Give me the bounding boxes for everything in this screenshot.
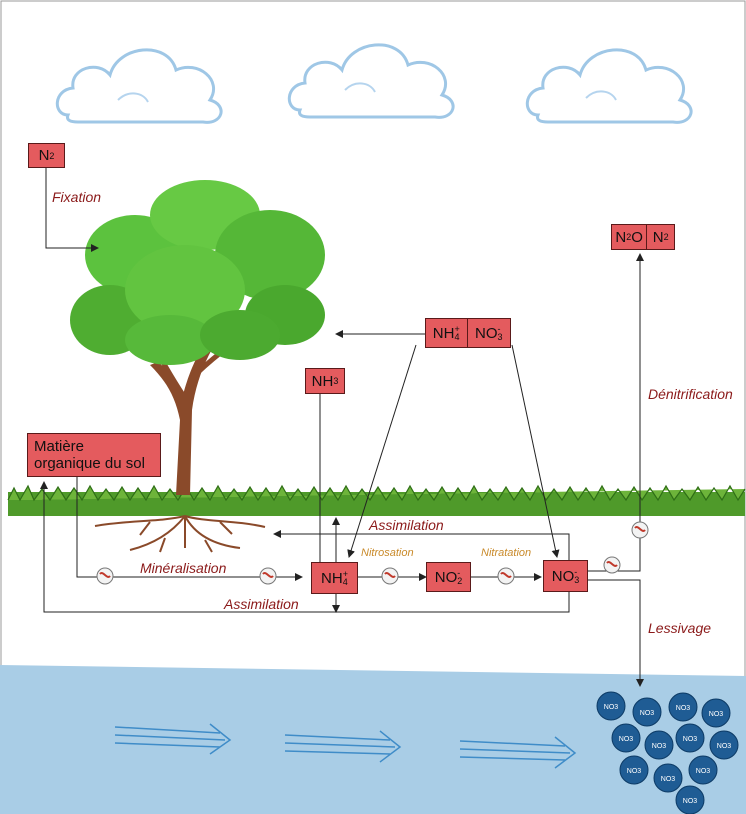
nitrate-dot-label: NO3 <box>676 705 691 712</box>
nitrate-dot-label: NO3 <box>640 710 655 717</box>
nitrate-dot <box>611 723 641 753</box>
nitrate-dot-label: NO3 <box>604 704 619 711</box>
nitrate-dot <box>688 755 718 785</box>
nitratation-label: Nitratation <box>481 547 532 559</box>
flow-arrow-icon <box>114 723 577 769</box>
nitrate-dot-label: NO3 <box>717 743 732 750</box>
nh4-no3-box: NH+4 NO-3 <box>425 318 511 348</box>
nh4-soil-box: NH+4 <box>311 562 358 594</box>
nitrosation-label: Nitrosation <box>361 547 414 559</box>
lessivage-label: Lessivage <box>648 620 712 636</box>
cloud-icon <box>287 43 455 119</box>
grass <box>8 492 745 516</box>
nh4-cell: NH+4 <box>432 324 460 342</box>
no3-soil-box: NO-3 <box>543 560 588 592</box>
nitrate-dot-label: NO3 <box>619 736 634 743</box>
microbe-icon <box>603 556 621 574</box>
microbe-icon <box>497 567 515 585</box>
no2-box: NO-2 <box>426 562 471 592</box>
assimilation-top-label: Assimilation <box>369 517 444 533</box>
cloud-icon <box>525 48 693 124</box>
nitrate-dot-label: NO3 <box>683 798 698 805</box>
nitrate-dot-label: NO3 <box>696 768 711 775</box>
nitrate-dot <box>701 698 731 728</box>
nitrate-dot <box>596 691 626 721</box>
nitrate-dot <box>675 723 705 753</box>
nitrate-dot <box>644 730 674 760</box>
nitrate-dot-label: NO3 <box>683 736 698 743</box>
microbe-icon <box>381 567 399 585</box>
denitrification-label: Dénitrification <box>648 386 733 402</box>
tree-icon <box>70 180 325 495</box>
mineralisation-label: Minéralisation <box>140 560 227 576</box>
assimilation-bottom-label: Assimilation <box>224 596 299 612</box>
cloud-icon <box>55 48 223 124</box>
no3-cell: NO-3 <box>466 319 510 347</box>
nitrate-dot <box>632 697 662 727</box>
microbe-icon <box>631 521 649 539</box>
microbe-icon <box>96 567 114 585</box>
nitrate-dot-label: NO3 <box>709 711 724 718</box>
nitrate-dot <box>668 692 698 722</box>
fixation-label: Fixation <box>52 189 102 205</box>
organic-matter-box: Matière organique du sol <box>27 433 161 477</box>
nitrate-dot <box>619 755 649 785</box>
roots-icon <box>94 515 266 553</box>
nitrate-dot <box>709 730 739 760</box>
nitrate-dot-label: NO3 <box>627 768 642 775</box>
nitrate-dot <box>675 785 705 814</box>
microbe-icon <box>259 567 277 585</box>
nitrate-dot-label: NO3 <box>661 776 676 783</box>
nitrate-dot-label: NO3 <box>652 743 667 750</box>
nitrate-dot <box>653 763 683 793</box>
